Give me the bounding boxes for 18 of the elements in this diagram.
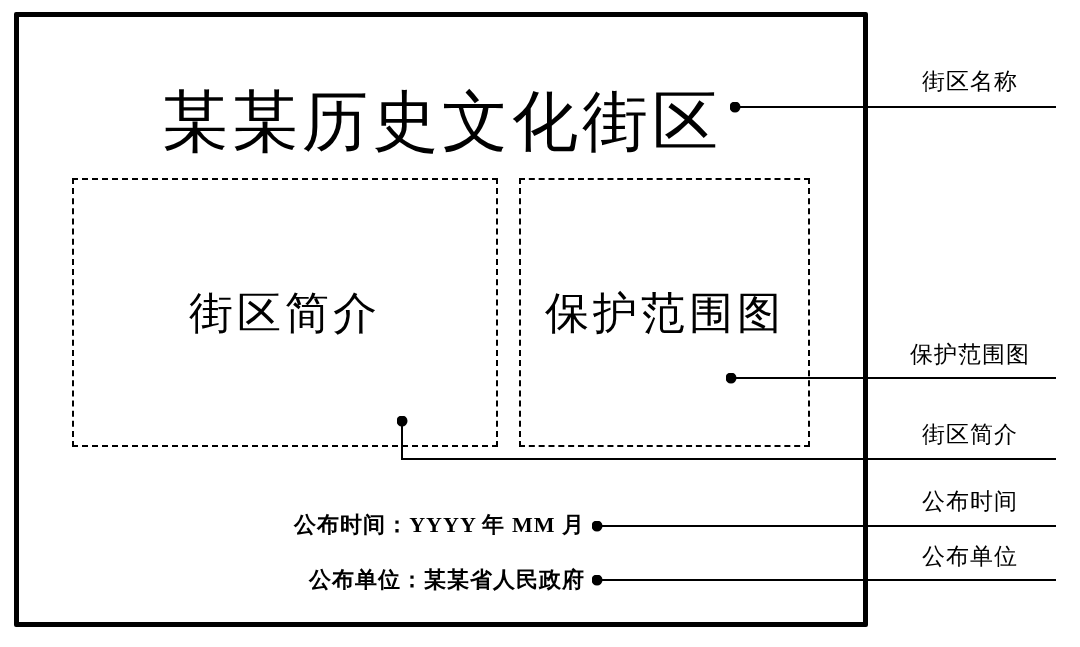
leader-line	[591, 574, 1057, 586]
callout-label: 街区名称	[922, 67, 1018, 95]
content-panel	[519, 178, 810, 447]
info-line: 公布单位：某某省人民政府	[309, 566, 597, 594]
sign-board	[14, 12, 868, 627]
callout-label: 公布时间	[922, 487, 1018, 515]
sign-title: 某某历史文化街区	[162, 87, 735, 157]
callout-label: 街区简介	[922, 420, 1018, 448]
callout-label: 公布单位	[922, 542, 1018, 570]
panel-heading: 街区简介	[189, 286, 381, 339]
leader-line	[725, 372, 1057, 384]
leader-line	[729, 101, 1057, 113]
leader-line	[591, 520, 1057, 532]
info-line: 公布时间：YYYY 年 MM 月	[294, 511, 597, 539]
leader-line	[396, 415, 1057, 460]
content-panel	[72, 178, 498, 447]
callout-label: 保护范围图	[910, 340, 1030, 368]
panel-heading: 保护范围图	[544, 286, 785, 339]
